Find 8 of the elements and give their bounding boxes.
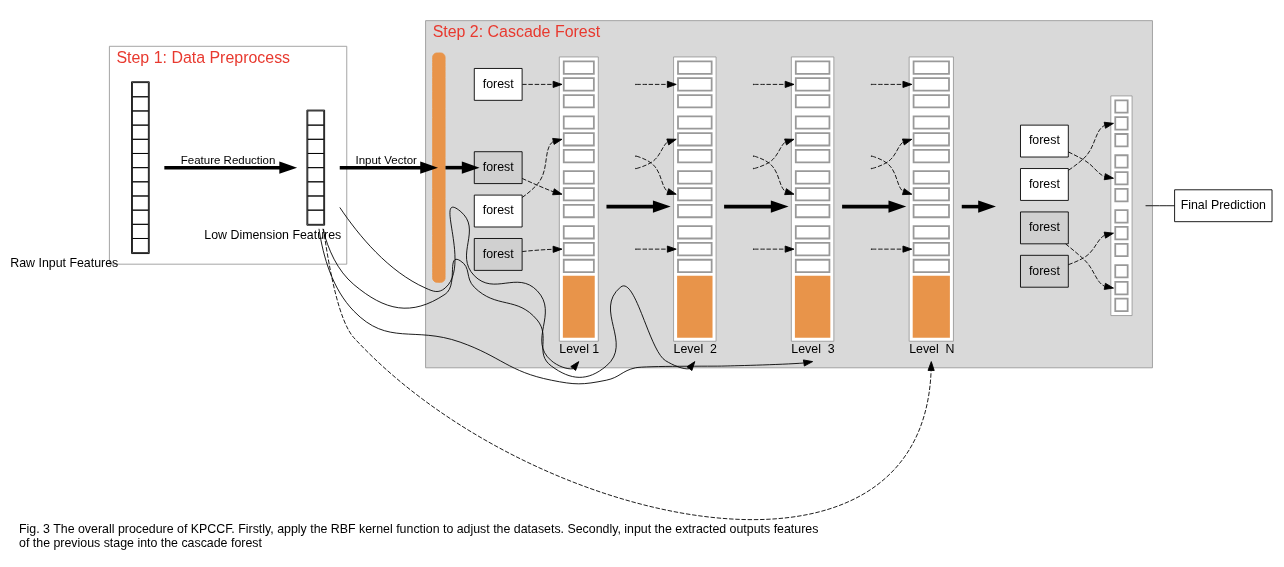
node-label: Raw Input Features xyxy=(10,256,119,271)
edge-label: Input Vector xyxy=(355,154,417,167)
node-label: Level 3 xyxy=(791,341,835,356)
edge-label: Feature Reduction xyxy=(180,154,276,167)
node-label: Level N xyxy=(909,341,955,356)
node-label: Level 1 xyxy=(559,341,600,356)
caption: Fig. 3 The overall procedure of KPCCF. Firstly, apply the RBF kernel function to adjust the datasets. Secondly, input the extracted outputs features of the previous stage into the cascade forest xyxy=(19,522,819,550)
node-label: Level 2 xyxy=(673,341,717,356)
